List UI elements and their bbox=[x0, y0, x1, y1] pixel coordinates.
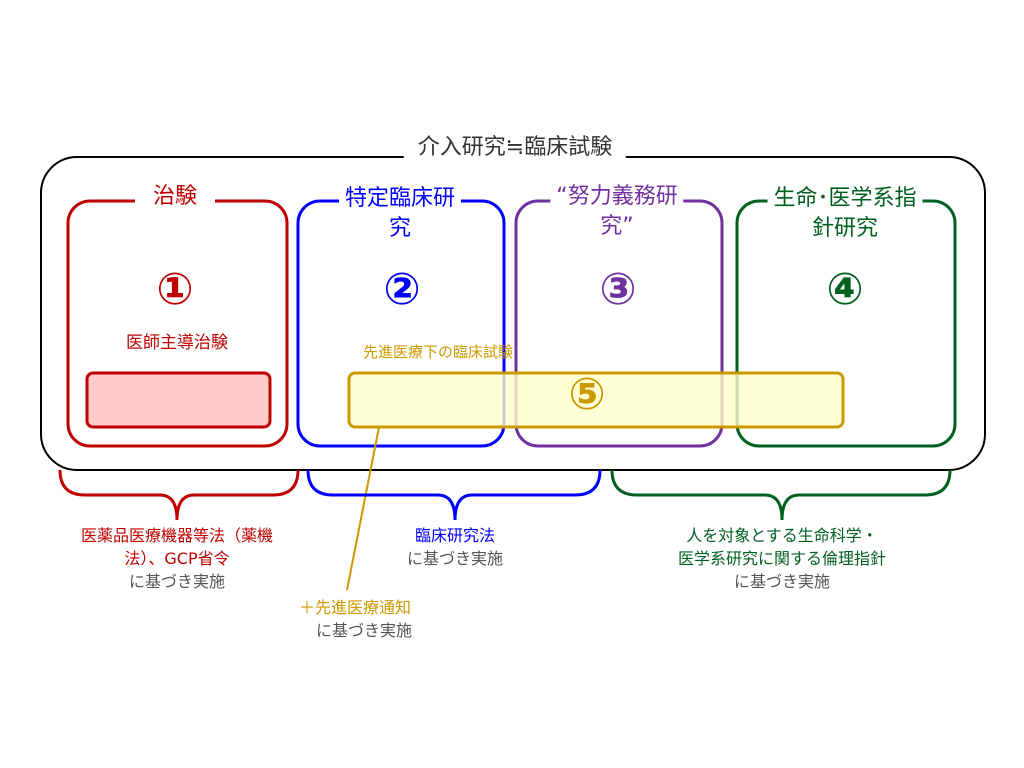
basis-pmd-line3: に基づき実施 bbox=[128, 572, 226, 591]
number-2: ② bbox=[383, 264, 421, 315]
basis-adv-line2: に基づき実施 bbox=[315, 621, 413, 640]
basis-cra-line2: に基づき実施 bbox=[406, 549, 504, 568]
shishin-title: 生命･医学系指針研究 bbox=[767, 184, 923, 244]
advanced-medical-label: 先進医療下の臨床試験 bbox=[363, 343, 514, 361]
basis-ethics-line2: 医学系研究に関する倫理指針 bbox=[677, 549, 887, 568]
basis-ethics-line3: に基づき実施 bbox=[733, 572, 831, 591]
brace-green bbox=[610, 469, 952, 521]
number-4: ④ bbox=[826, 264, 864, 315]
doryoku-title: “努力義務研究” bbox=[550, 182, 684, 242]
tokutei-title: 特定臨床研究 bbox=[338, 184, 462, 244]
shishin-title-line1: 生命･医学系指 bbox=[773, 186, 917, 211]
chiken-title: 治験 bbox=[134, 182, 216, 212]
basis-clinical-research-act: 臨床研究法 に基づき実施 bbox=[407, 524, 503, 570]
investigator-trial-box bbox=[85, 371, 272, 429]
shishin-title-line2: 針研究 bbox=[811, 216, 879, 241]
basis-cra-line1: 臨床研究法 bbox=[414, 526, 496, 545]
basis-pmd-line1: 医薬品医療機器等法（薬機 bbox=[80, 526, 274, 545]
tokutei-title-line2: 究 bbox=[388, 216, 412, 241]
number-1: ① bbox=[156, 264, 194, 315]
diagram-title: 介入研究≒臨床試験 bbox=[403, 133, 627, 163]
basis-ethics-guideline: 人を対象とする生命科学・ 医学系研究に関する倫理指針 に基づき実施 bbox=[678, 524, 886, 593]
doryoku-title-line2: 究” bbox=[600, 214, 634, 239]
basis-adv-line1: ＋先進医療通知 bbox=[298, 598, 412, 617]
number-3: ③ bbox=[599, 264, 637, 315]
tokutei-title-line1: 特定臨床研 bbox=[344, 186, 456, 211]
basis-ethics-line1: 人を対象とする生命科学・ bbox=[686, 526, 878, 545]
advanced-medical-box bbox=[347, 371, 845, 429]
number-5: ⑤ bbox=[568, 369, 606, 420]
advanced-connector-line bbox=[346, 426, 380, 591]
basis-advanced-notice: ＋先進医療通知 に基づき実施 bbox=[298, 596, 412, 642]
basis-pmd-act: 医薬品医療機器等法（薬機 法）、GCP省令 に基づき実施 bbox=[81, 524, 273, 593]
brace-blue bbox=[306, 469, 602, 521]
brace-red bbox=[58, 469, 300, 521]
basis-pmd-line2: 法）、GCP省令 bbox=[124, 549, 230, 568]
doryoku-title-line1: “努力義務研 bbox=[556, 184, 678, 209]
investigator-trial-label: 医師主導治験 bbox=[126, 333, 228, 353]
